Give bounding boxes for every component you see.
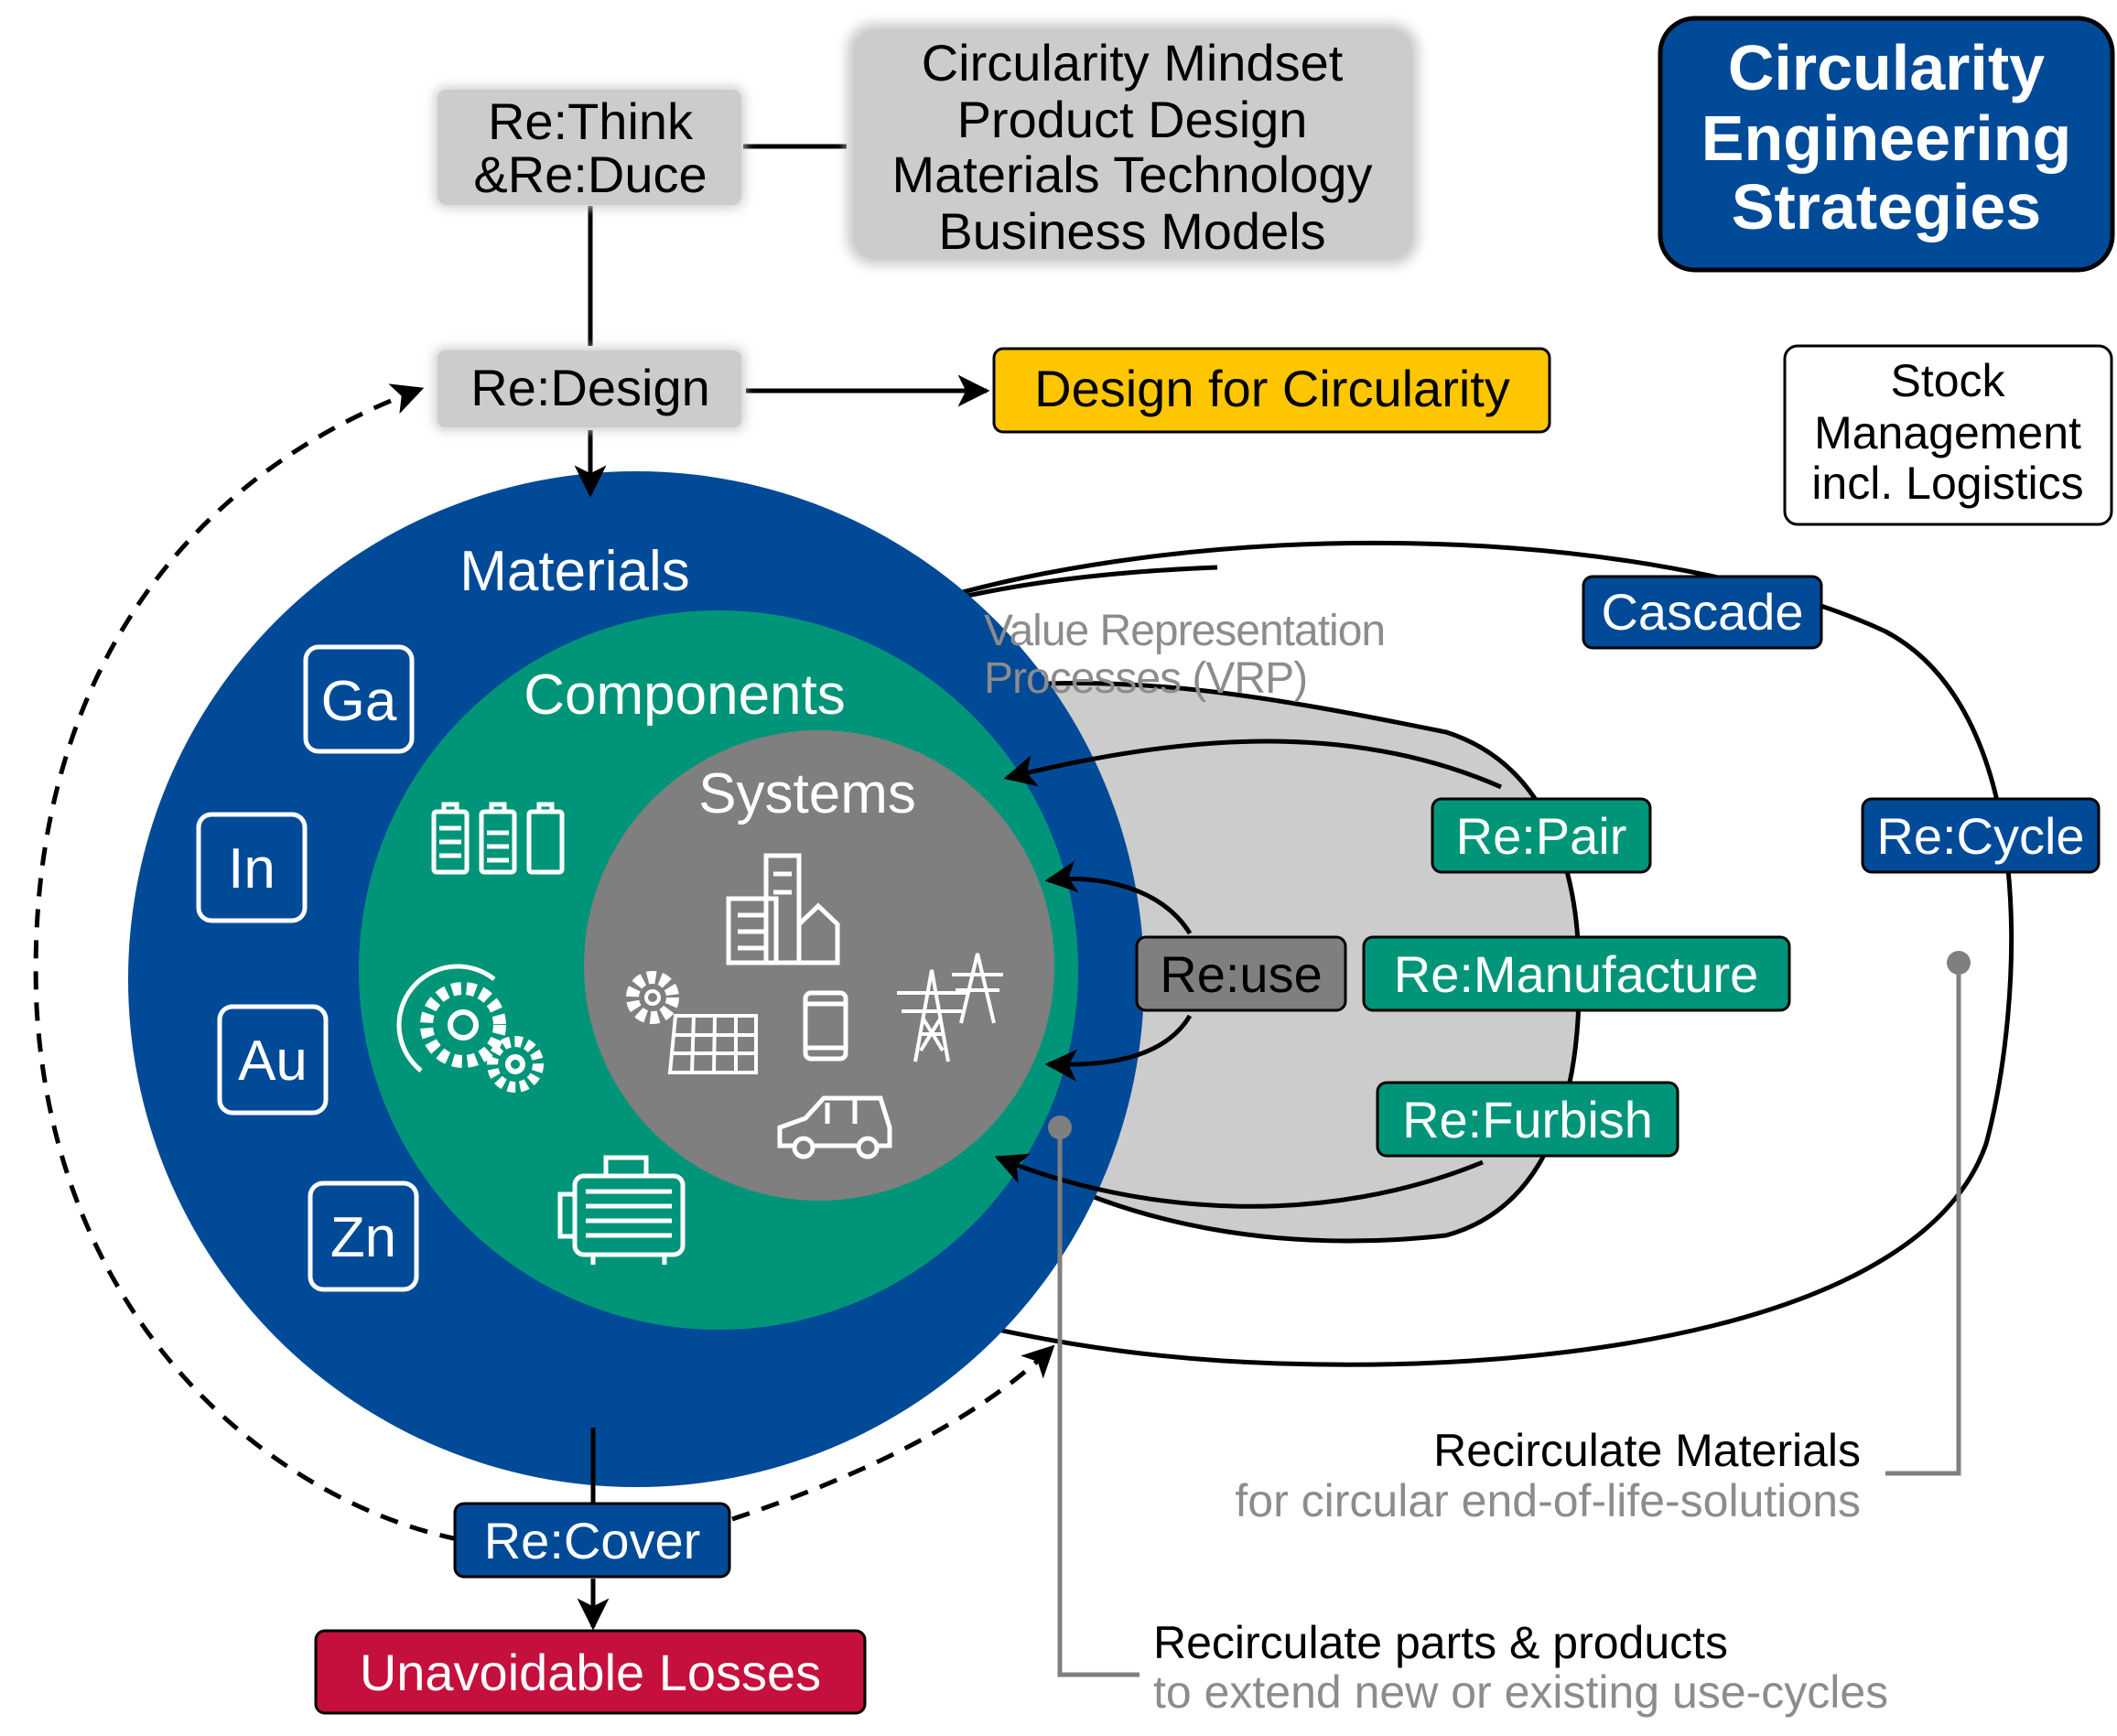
recirc-materials-dot xyxy=(1947,951,1971,975)
redesign-label: Re:Design xyxy=(470,359,709,416)
recover-box xyxy=(453,1502,731,1579)
recirc-parts-leader xyxy=(1057,1127,1140,1677)
recirc-materials-subtitle: for circular end-of-life-solutions xyxy=(1235,1475,1861,1526)
solar-panel-icon xyxy=(667,1014,758,1074)
element-box-in xyxy=(196,812,308,923)
recover-dashed-loop xyxy=(33,383,459,1542)
materials-label: Materials xyxy=(459,540,690,603)
batteries-icon xyxy=(431,802,565,875)
repair-arrow xyxy=(1003,739,1503,790)
title-box xyxy=(1658,16,2115,273)
systems-circle xyxy=(584,730,1054,1201)
design-for-circularity-box xyxy=(992,347,1551,434)
repair-box xyxy=(1431,797,1652,874)
remanufacture-label: Re:Manufacture xyxy=(1394,945,1758,1003)
buildings-icon xyxy=(726,853,840,965)
design-for-circularity-label: Design for Circularity xyxy=(1034,360,1510,417)
element-ga: Ga xyxy=(321,670,397,733)
stock-line2: Management xyxy=(1814,407,2081,458)
element-in: In xyxy=(228,837,275,900)
element-au: Au xyxy=(238,1030,308,1093)
refurbish-box xyxy=(1376,1081,1680,1158)
cascade-box xyxy=(1582,575,1823,650)
gear-icon xyxy=(626,971,679,1024)
recirc-materials-title: Recirculate Materials xyxy=(1433,1425,1861,1476)
mindset-box xyxy=(853,29,1413,260)
recirc-materials-leader xyxy=(1885,963,1961,1476)
recirc-parts-dot xyxy=(1048,1116,1072,1139)
stock-line1: Stock xyxy=(1890,355,2005,406)
components-label: Components xyxy=(524,663,846,727)
systems-label: Systems xyxy=(698,762,916,825)
rethink-label-line1: Re:Think xyxy=(488,92,694,150)
stock-management-box xyxy=(1783,344,2113,526)
unavoidable-losses-label: Unavoidable Losses xyxy=(360,1644,821,1701)
reuse-label: Re:use xyxy=(1160,945,1322,1003)
element-box-ga xyxy=(303,644,415,754)
recycle-label: Re:Cycle xyxy=(1876,807,2084,865)
gears-icon xyxy=(396,964,544,1093)
car-icon xyxy=(777,1095,892,1159)
redesign-box xyxy=(437,350,741,427)
motor-icon xyxy=(557,1155,686,1265)
recirc-parts-title: Recirculate parts & products xyxy=(1153,1617,1728,1668)
power-tower-icon xyxy=(897,953,1003,1062)
rethink-box xyxy=(437,90,741,205)
rethink-label-line2: &Re:Duce xyxy=(473,146,707,203)
element-box-zn xyxy=(308,1181,419,1292)
cascade-label: Cascade xyxy=(1601,583,1803,641)
repair-label: Re:Pair xyxy=(1456,807,1627,865)
unavoidable-losses-box xyxy=(314,1629,867,1715)
recycle-box xyxy=(1861,797,2101,874)
reuse-arrow-top xyxy=(1044,860,1193,935)
recover-label: Re:Cover xyxy=(484,1512,701,1569)
element-box-au xyxy=(217,1004,329,1116)
mindset-line2: Product Design xyxy=(957,91,1308,148)
stock-line3: incl. Logistics xyxy=(1811,458,2083,509)
recirc-parts-subtitle: to extend new or existing use-cycles xyxy=(1153,1666,1888,1718)
reuse-box xyxy=(1135,935,1347,1012)
refurbish-label: Re:Furbish xyxy=(1402,1091,1653,1148)
remanufacture-box xyxy=(1362,935,1791,1012)
smartphone-icon xyxy=(803,990,848,1062)
mindset-line3: Materials Technology xyxy=(891,146,1372,203)
mindset-line4: Business Models xyxy=(938,202,1325,260)
title-line2: Engineering xyxy=(1701,102,2071,174)
vrp-line1: Value Representation xyxy=(984,607,1385,655)
recover-dashed-to-circle xyxy=(731,1344,1055,1522)
reuse-arrow-bottom xyxy=(1044,1014,1193,1082)
mindset-line1: Circularity Mindset xyxy=(922,34,1344,92)
vrp-line2: Processes (VRP) xyxy=(984,654,1307,703)
recycle-loop xyxy=(884,540,2014,1367)
title-line1: Circularity xyxy=(1728,32,2045,103)
element-zn: Zn xyxy=(330,1206,396,1269)
title-line3: Strategies xyxy=(1732,171,2041,243)
